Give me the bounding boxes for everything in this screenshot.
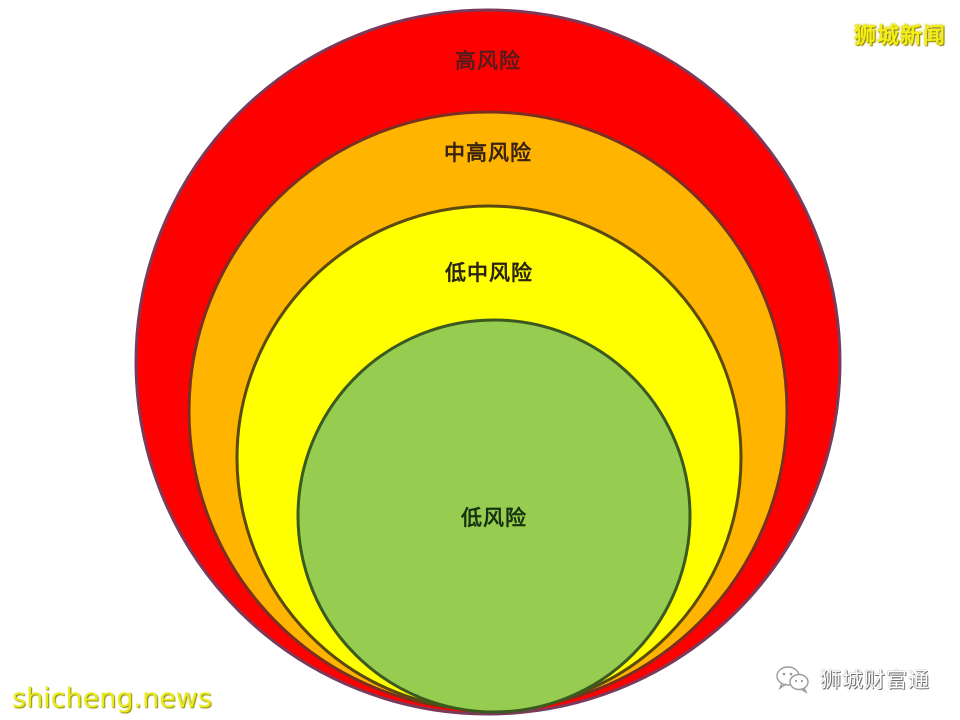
label-mid-high-risk: 中高风险 bbox=[444, 140, 532, 165]
label-high-risk: 高风险 bbox=[455, 48, 521, 73]
circle-low-risk bbox=[296, 318, 692, 714]
watermark-bottom-right-text: 狮城财富通 bbox=[820, 668, 930, 692]
watermark-bottom-right: 狮城财富通 bbox=[774, 664, 930, 694]
watermark-top-right: 狮城新闻 bbox=[853, 24, 946, 49]
watermark-bottom-left: shicheng.news bbox=[12, 683, 212, 714]
label-low-risk: 低风险 bbox=[461, 505, 527, 530]
wechat-icon bbox=[776, 666, 809, 694]
label-low-mid-risk: 低中风险 bbox=[445, 260, 533, 285]
